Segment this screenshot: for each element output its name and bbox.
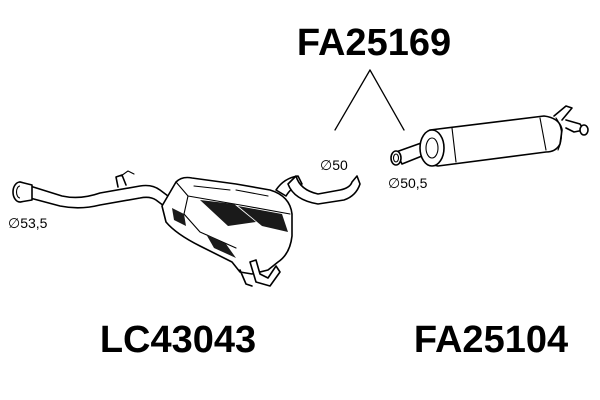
front-muffler-part-code: LC43043 — [100, 319, 256, 361]
inlet-pipe — [12, 170, 173, 209]
rear-muffler-part-code: FA25104 — [414, 319, 568, 361]
rear-muffler-assembly — [390, 105, 589, 167]
front-muffler-body — [161, 175, 303, 287]
pipe-part-code: FA25169 — [297, 22, 451, 64]
inlet-diameter-label: ∅53,5 — [8, 215, 48, 231]
middle-pipe — [287, 175, 361, 205]
rear-inlet-diameter-label: ∅50,5 — [388, 175, 428, 191]
pipe-diameter-label: ∅50 — [320, 157, 348, 173]
pipe-pointer-lines — [334, 69, 405, 131]
front-muffler-assembly — [12, 170, 303, 287]
